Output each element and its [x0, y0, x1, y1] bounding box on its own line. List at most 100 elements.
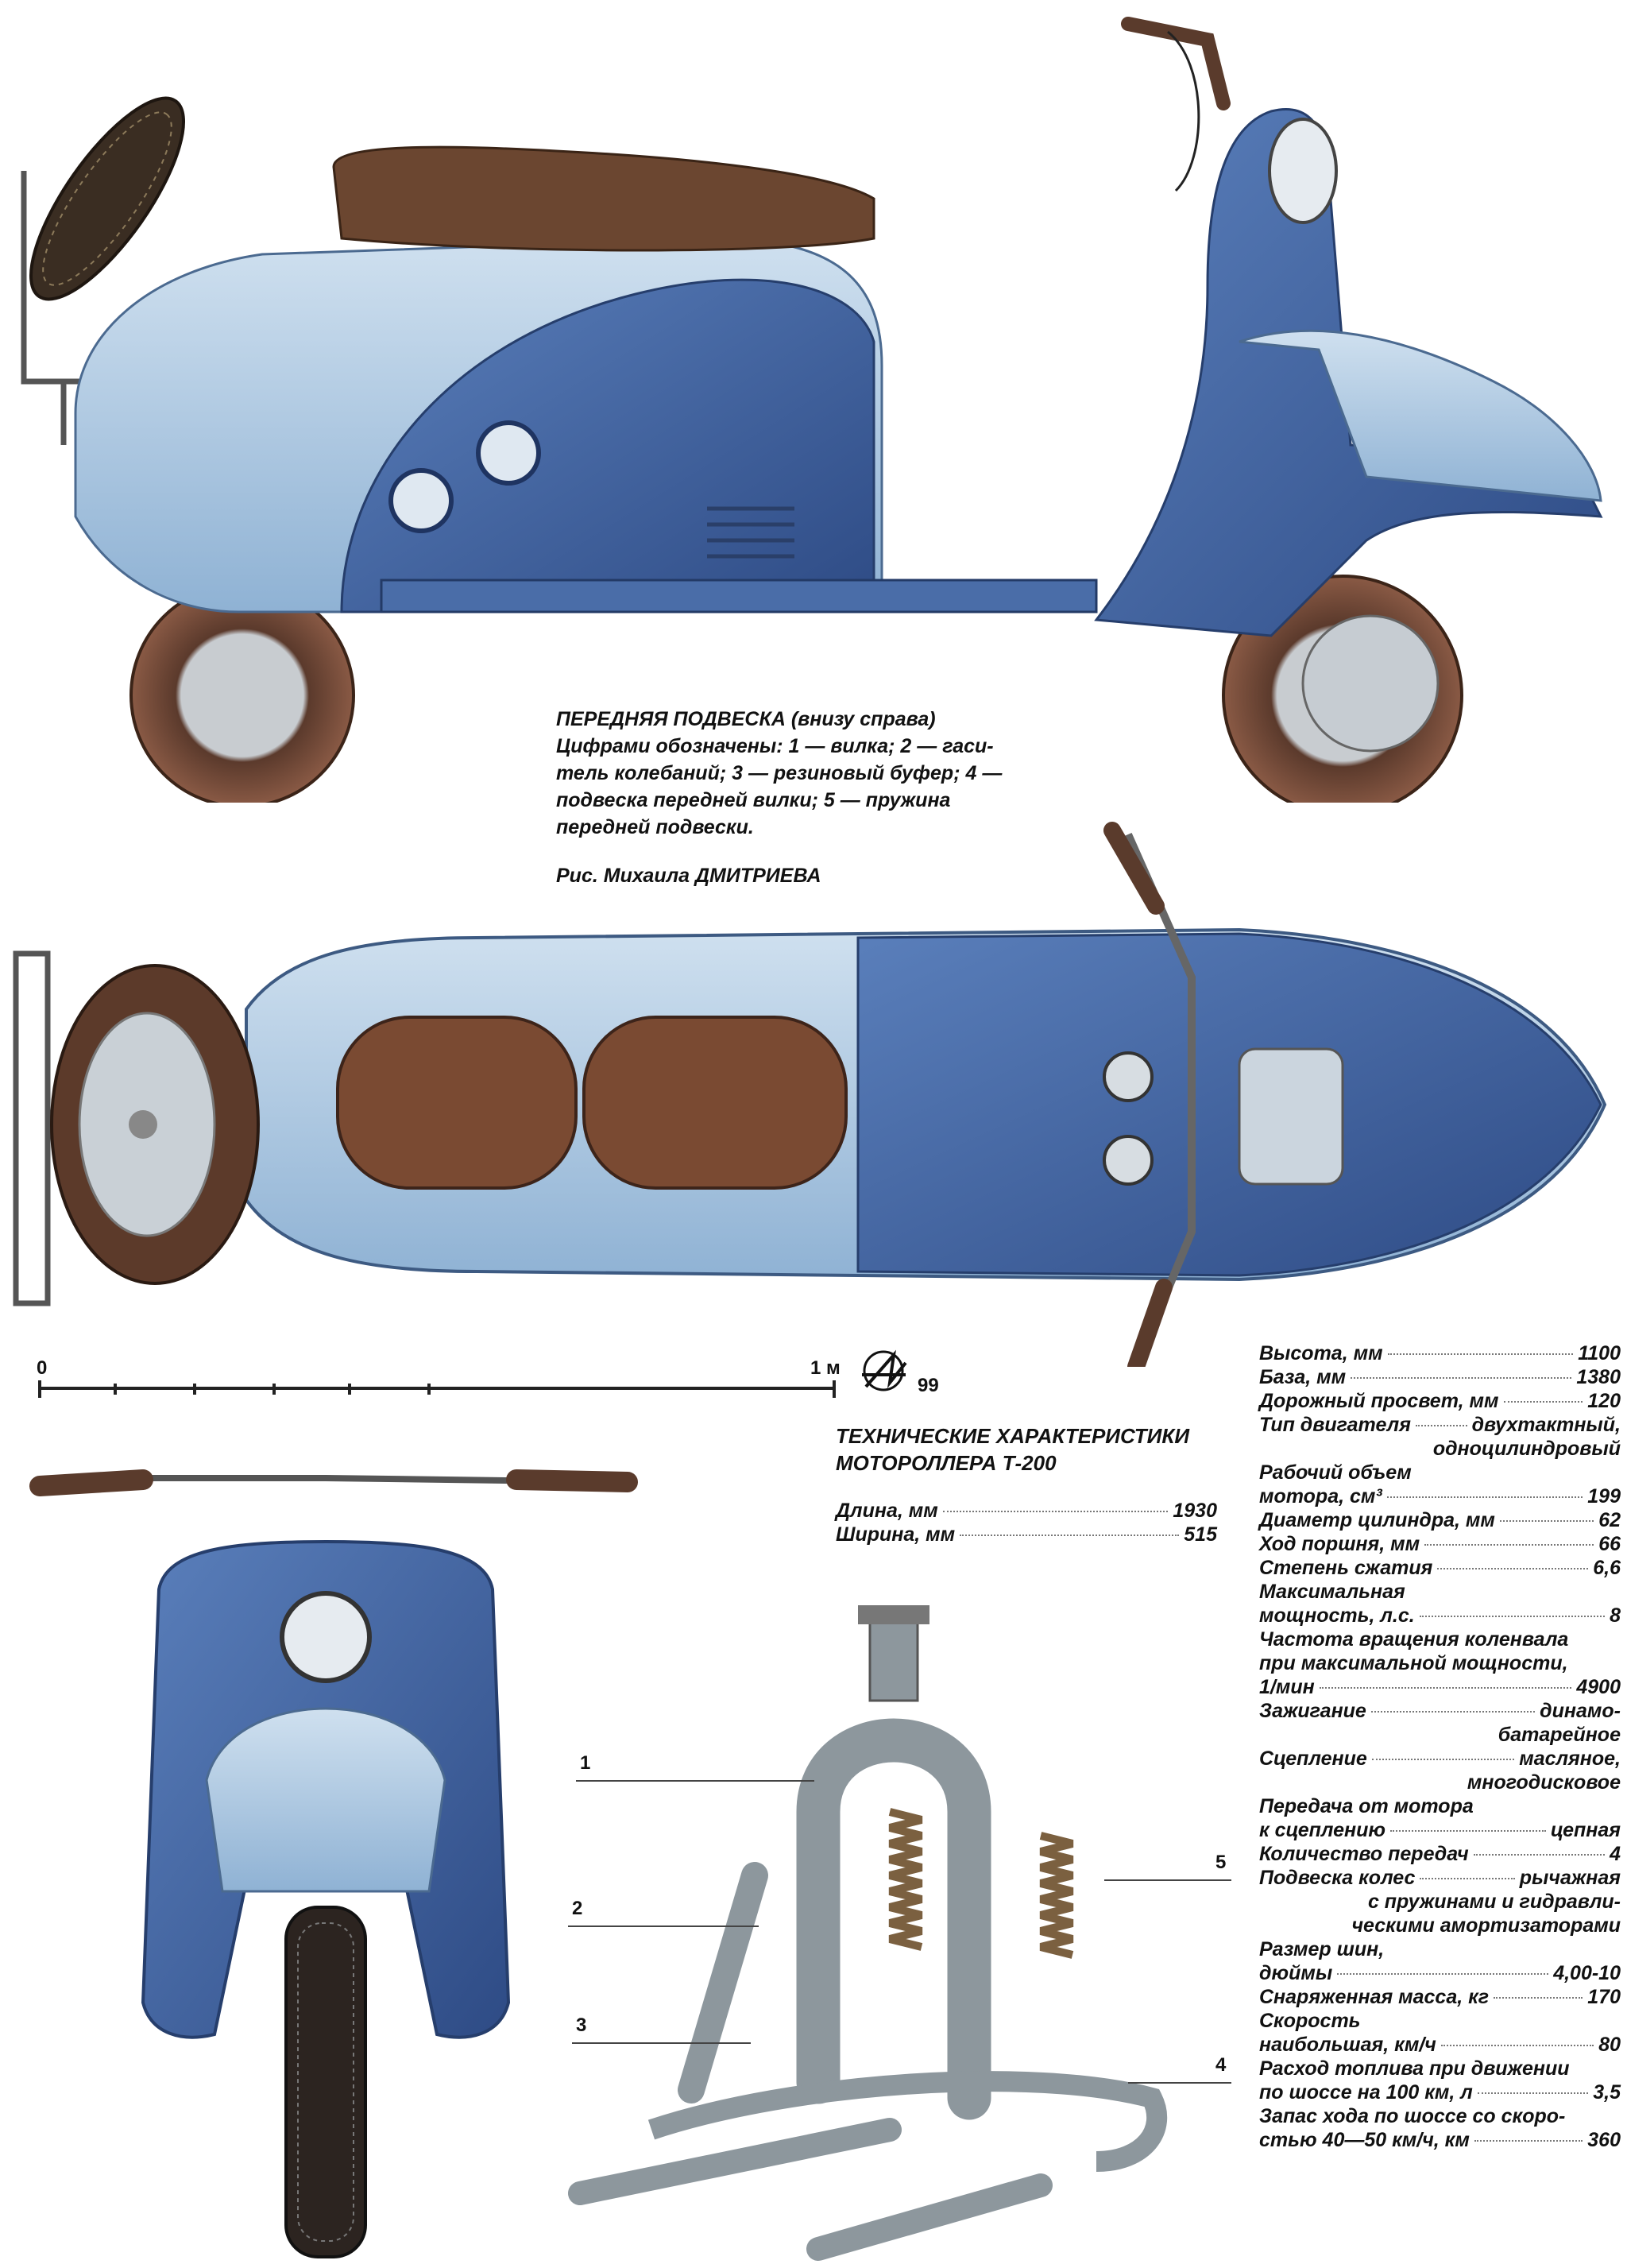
dot-leader	[1494, 1997, 1583, 1999]
caption-line: Цифрами обозначены: 1 — вилка; 2 — гаси-	[556, 735, 994, 757]
spec-row: многодисковое	[1259, 1771, 1621, 1794]
callout-4-leader	[1128, 2082, 1231, 2084]
callout-3: 3	[576, 2014, 587, 2036]
spec-value: 4	[1610, 1843, 1621, 1865]
spec-label: 1/мин	[1259, 1676, 1315, 1698]
spec-label: Размер шин,	[1259, 1938, 1385, 1960]
spec-label: Скорость	[1259, 2010, 1361, 2032]
spec-value: многодисковое	[1467, 1771, 1621, 1794]
spec-row: Диаметр цилиндра, мм 62	[1259, 1508, 1621, 1532]
spec-label: Подвеска колес	[1259, 1867, 1416, 1889]
callout-5-leader	[1104, 1879, 1231, 1881]
spec-label: мотора, см³	[1259, 1485, 1382, 1507]
callout-5: 5	[1215, 1852, 1227, 1873]
dot-leader	[1370, 1711, 1536, 1713]
callout-2: 2	[572, 1898, 583, 1919]
scooter-front-view	[29, 1469, 638, 2258]
signature-year: 99	[918, 1375, 939, 1396]
dot-leader	[1386, 1496, 1583, 1498]
spec-label: дюймы	[1259, 1962, 1333, 1984]
scale-end-label: 1 м	[810, 1357, 841, 1379]
dot-leader	[1474, 2140, 1583, 2142]
spec-value: динамо-	[1540, 1700, 1621, 1722]
caption-title: ПЕРЕДНЯЯ ПОДВЕСКА (внизу справа)	[556, 708, 936, 730]
spec-value: 1100	[1578, 1342, 1621, 1364]
spec-row: Зажигание динамо-	[1259, 1699, 1621, 1723]
spec-label: наибольшая, км/ч	[1259, 2034, 1436, 2056]
spec-label: Снаряженная масса, кг	[1259, 1986, 1490, 2008]
spec-value: батарейное	[1498, 1724, 1621, 1746]
spec-label: к сцеплению	[1259, 1819, 1386, 1841]
spec-row: ческими амортизаторами	[1259, 1914, 1621, 1937]
tech-title-line: МОТОРОЛЛЕРА Т-200	[836, 1451, 1057, 1475]
caption-line: подвеска передней вилки; 5 — пружина	[556, 789, 951, 811]
callout-3-leader	[572, 2042, 751, 2044]
spec-row: Максимальная	[1259, 1580, 1621, 1604]
dot-leader	[1499, 1520, 1594, 1522]
callout-1: 1	[580, 1752, 591, 1774]
tech-title-line: ТЕХНИЧЕСКИЕ ХАРАКТЕРИСТИКИ	[836, 1424, 1190, 1448]
caption-block: ПЕРЕДНЯЯ ПОДВЕСКА (внизу справа) Цифрами…	[556, 706, 1080, 841]
spec-row: Передача от мотора	[1259, 1794, 1621, 1818]
spec-row: одноцилиндровый	[1259, 1437, 1621, 1461]
spec-value: 120	[1587, 1390, 1621, 1412]
spec-label: Зажигание	[1259, 1700, 1366, 1722]
dot-leader	[1319, 1687, 1572, 1689]
spec-row: наибольшая, км/ч 80	[1259, 2033, 1621, 2057]
spec-label: База, мм	[1259, 1366, 1347, 1388]
spec-label: Частота вращения коленвала	[1259, 1628, 1569, 1651]
spec-label: Высота, мм	[1259, 1342, 1383, 1364]
spec-value: 1930	[1173, 1500, 1217, 1522]
spec-value: рычажная	[1519, 1867, 1621, 1889]
dot-leader	[1440, 2045, 1594, 2046]
callout-1-leader	[576, 1780, 814, 1782]
callout-2-leader	[568, 1925, 759, 1927]
spec-row: Расход топлива при движении	[1259, 2057, 1621, 2080]
spec-value: 360	[1587, 2129, 1621, 2151]
dot-leader	[1419, 1616, 1606, 1617]
spec-value: масляное,	[1519, 1747, 1621, 1770]
spec-label: Тип двигателя	[1259, 1414, 1411, 1436]
spec-label: Расход топлива при движении	[1259, 2057, 1570, 2080]
spec-label: мощность, л.с.	[1259, 1604, 1415, 1627]
spec-row: Подвеска колес рычажная	[1259, 1866, 1621, 1890]
spec-label: при максимальной мощности,	[1259, 1652, 1568, 1674]
spec-label: Ширина, мм	[836, 1523, 956, 1546]
spec-value: 62	[1598, 1509, 1621, 1531]
callout-4: 4	[1215, 2054, 1227, 2076]
dot-leader	[1424, 1544, 1594, 1546]
spec-label: Передача от мотора	[1259, 1795, 1474, 1817]
caption-line: передней подвески.	[556, 816, 754, 838]
spec-label: Количество передач	[1259, 1843, 1469, 1865]
dot-leader	[1371, 1759, 1515, 1760]
scale-bar	[38, 1380, 836, 1398]
spec-label: Дорожный просвет, мм	[1259, 1390, 1499, 1412]
spec-label: Диаметр цилиндра, мм	[1259, 1509, 1495, 1531]
spec-row: Запас хода по шоссе со скоро-	[1259, 2104, 1621, 2128]
spec-label: Максимальная	[1259, 1581, 1405, 1603]
spec-row: Частота вращения коленвала	[1259, 1627, 1621, 1651]
spec-row: с пружинами и гидравли-	[1259, 1890, 1621, 1914]
spec-value: с пружинами и гидравли-	[1367, 1891, 1621, 1913]
front-suspension-illustration	[568, 1605, 1168, 2261]
spec-value: 170	[1587, 1986, 1621, 2008]
spec-row: при максимальной мощности,	[1259, 1651, 1621, 1675]
dot-leader	[1473, 1854, 1606, 1856]
caption-line: тель колебаний; 3 — резиновый буфер; 4 —	[556, 762, 1003, 784]
spec-value: 80	[1598, 2034, 1621, 2056]
spec-row: Дорожный просвет, мм 120	[1259, 1389, 1621, 1413]
tech-title: ТЕХНИЧЕСКИЕ ХАРАКТЕРИСТИКИ МОТОРОЛЛЕРА Т…	[836, 1422, 1189, 1477]
spec-label: по шоссе на 100 км, л	[1259, 2081, 1473, 2104]
scooter-side-view	[21, 17, 1603, 803]
dot-leader	[1420, 1878, 1515, 1879]
spec-value: одноцилиндровый	[1432, 1438, 1621, 1460]
spec-row: батарейное	[1259, 1723, 1621, 1747]
spec-label: стью 40—50 км/ч, км	[1259, 2129, 1470, 2151]
